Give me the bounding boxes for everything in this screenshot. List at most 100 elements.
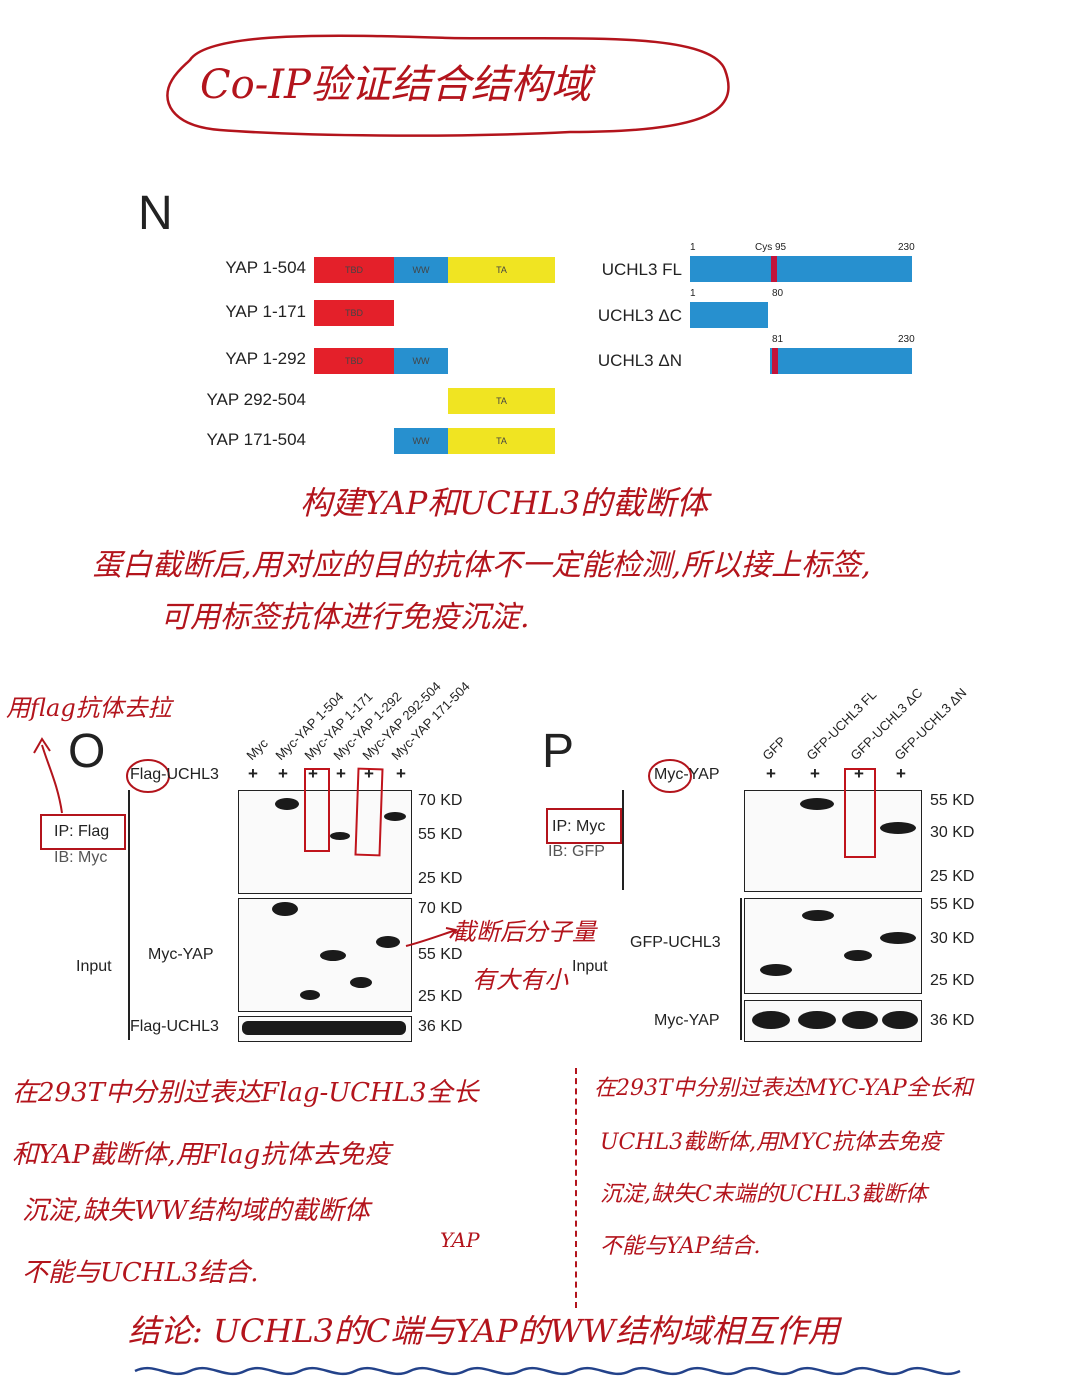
- p-input-band-3: [844, 950, 872, 961]
- o-ip-box: [40, 814, 126, 850]
- yap1-292-ww: WW: [394, 348, 448, 374]
- p-highlight-lane-3: [844, 768, 876, 858]
- p-ip-label: IP: Myc: [552, 818, 606, 835]
- p-kd-top-1: 55 KD: [930, 792, 975, 809]
- o-input-band-1: [272, 902, 298, 916]
- p-kd-top-3: 25 KD: [930, 868, 975, 885]
- uchl3-dn-cys-mark: [772, 348, 778, 374]
- uchl3-row-label-dc: UCHL3 ΔC: [597, 306, 682, 325]
- p-divider: [622, 790, 624, 890]
- o-ip-band-1: [275, 798, 299, 810]
- o-highlight-lane-3: [304, 768, 330, 852]
- o-kd-input-2: 55 KD: [418, 946, 463, 963]
- note-line3: 可用标签抗体进行免疫沉淀.: [160, 600, 530, 635]
- o-flag-circle: [126, 759, 170, 793]
- panel-p-letter: P: [542, 725, 575, 778]
- bottom-left-3: 沉淀,缺失WW结构域的截断体: [22, 1196, 370, 1226]
- p-loading-label: Myc-YAP: [654, 1012, 720, 1029]
- uchl3-dn-start: 81: [772, 334, 784, 345]
- yap292-504-ta: TA: [448, 388, 555, 414]
- yap1-504-ta: TA: [448, 257, 555, 283]
- p-ip-blot: [744, 790, 922, 892]
- note-flag-pull: 用flag抗体去拉: [6, 694, 172, 722]
- bottom-left-4: 不能与UCHL3结合.: [22, 1258, 259, 1288]
- yap-row-label-4: YAP 292-504: [206, 390, 306, 409]
- o-input-band-4: [350, 977, 372, 988]
- yap171-504-ww: WW: [394, 428, 448, 454]
- p-input-label: Input: [572, 958, 608, 975]
- o-plus-1: +: [248, 764, 258, 783]
- panel-o-letter: O: [68, 725, 106, 778]
- o-kd-top-3: 25 KD: [418, 870, 463, 887]
- p-kd-input-1: 55 KD: [930, 896, 975, 913]
- uchl3-fl-cys-mark: [771, 256, 777, 282]
- o-input-protein: Myc-YAP: [148, 946, 214, 963]
- o-divider: [128, 790, 130, 1040]
- o-loading-band-row: [242, 1021, 406, 1035]
- o-ib-label: IB: Myc: [54, 849, 108, 866]
- p-loading-band-4: [882, 1011, 918, 1029]
- o-highlight-lane-5: [354, 767, 384, 857]
- conclusion: 结论: UCHL3的C端与YAP的WW结构域相互作用: [128, 1312, 840, 1350]
- p-loading-band-3: [842, 1011, 878, 1029]
- p-ip-box: [546, 808, 622, 844]
- yap1-504-tbd: TBD: [314, 257, 394, 283]
- yap1-504-ww: WW: [394, 257, 448, 283]
- yap-row-label-5: YAP 171-504: [206, 430, 306, 449]
- bottom-right-1: 在293T中分别过表达MYC-YAP全长和: [594, 1076, 973, 1101]
- p-row-label: Myc-YAP: [654, 766, 720, 783]
- conclusion-underline: [134, 1366, 961, 1376]
- p-kd-input-2: 30 KD: [930, 930, 975, 947]
- bottom-left-insert: YAP: [440, 1228, 480, 1252]
- yap1-171-tbd: TBD: [314, 300, 394, 326]
- note-size-1: 截断后分子量: [452, 918, 596, 946]
- p-input-band-1: [760, 964, 792, 976]
- o-row-label: Flag-UCHL3: [130, 766, 219, 783]
- bottom-left-2: 和YAP截断体,用Flag抗体去免疫: [12, 1140, 391, 1170]
- p-kd-top-2: 30 KD: [930, 824, 975, 841]
- uchl3-row-label-fl: UCHL3 FL: [601, 260, 682, 279]
- page-title: Co-IP验证结合结构域: [200, 62, 591, 108]
- note-construct: 构建YAP和UCHL3的截断体: [300, 484, 709, 522]
- o-input-band-2: [300, 990, 320, 1000]
- uchl3-fl-bar: [690, 256, 912, 282]
- o-input-band-3: [320, 950, 346, 961]
- bottom-divider: [575, 1068, 577, 1308]
- p-kd-loading: 36 KD: [930, 1012, 975, 1029]
- o-kd-top-2: 55 KD: [418, 826, 463, 843]
- bottom-right-4: 不能与YAP结合.: [600, 1234, 761, 1259]
- yap171-504-ta: TA: [448, 428, 555, 454]
- arrow-to-ip: [33, 737, 63, 814]
- uchl3-dc-end: 80: [772, 288, 784, 299]
- o-input-label: Input: [76, 958, 112, 975]
- yap1-292-tbd: TBD: [314, 348, 394, 374]
- o-loading-label: Flag-UCHL3: [130, 1018, 219, 1035]
- p-kd-input-3: 25 KD: [930, 972, 975, 989]
- p-input-protein: GFP-UCHL3: [630, 934, 721, 951]
- o-input-band-5: [376, 936, 400, 948]
- p-input-band-2: [802, 910, 834, 921]
- bottom-right-3: 沉淀,缺失C末端的UCHL3截断体: [600, 1182, 927, 1207]
- o-ip-band-3: [330, 832, 350, 840]
- uchl3-fl-start: 1: [690, 242, 696, 253]
- o-kd-loading: 36 KD: [418, 1018, 463, 1035]
- p-loading-band-1: [752, 1011, 790, 1029]
- p-input-band-4: [880, 932, 916, 944]
- p-loading-band-2: [798, 1011, 836, 1029]
- yap-row-label-3: YAP 1-292: [225, 349, 306, 368]
- uchl3-fl-cys: Cys 95: [755, 242, 787, 253]
- bottom-left-1: 在293T中分别过表达Flag-UCHL3全长: [12, 1078, 479, 1108]
- uchl3-fl-end: 230: [898, 242, 915, 253]
- o-plus-5: +: [364, 764, 374, 783]
- note-line2: 蛋白截断后,用对应的目的抗体不一定能检测,所以接上标签,: [92, 548, 871, 583]
- o-plus-6: +: [396, 764, 406, 783]
- p-lane-1: GFP: [759, 733, 789, 763]
- p-plus-3: +: [854, 764, 864, 783]
- bottom-right-2: UCHL3截断体,用MYC抗体去免疫: [600, 1130, 942, 1155]
- uchl3-dn-bar: [770, 348, 912, 374]
- o-plus-4: +: [336, 764, 346, 783]
- o-kd-input-1: 70 KD: [418, 900, 463, 917]
- arrow-size-note: [405, 927, 458, 947]
- uchl3-dc-bar: [690, 302, 768, 328]
- o-kd-input-3: 25 KD: [418, 988, 463, 1005]
